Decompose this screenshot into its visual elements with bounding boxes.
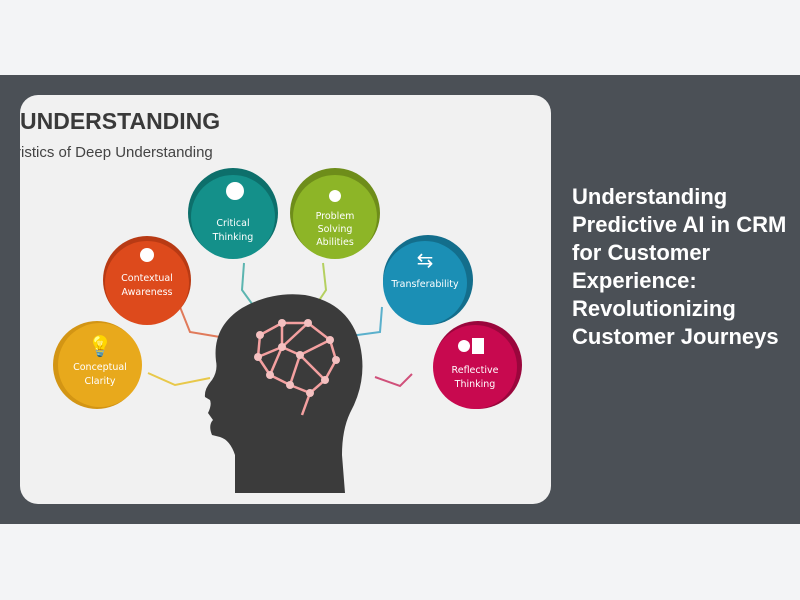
- circle-label: Contextual: [121, 273, 173, 284]
- mirror-icon: [472, 338, 484, 354]
- circle-label: Reflective: [452, 365, 499, 376]
- head-gear-icon: [226, 182, 244, 200]
- circle-problem-solving: Problem Solving Abilities: [290, 168, 380, 259]
- circle-contextual-awareness: Contextual Awareness: [103, 236, 191, 325]
- brain-network-icon: [254, 319, 340, 416]
- circle-label: Conceptual: [73, 362, 127, 373]
- hero-image: UNDERSTANDING ristics of Deep Understand…: [20, 95, 551, 504]
- circle-conceptual-clarity: Conceptual Clarity 💡: [53, 321, 142, 409]
- circle-critical-thinking: Critical Thinking: [188, 168, 278, 259]
- circle-label: Critical: [216, 218, 249, 229]
- idea-head-icon: [140, 248, 154, 262]
- circle-label: Thinking: [454, 379, 496, 390]
- article-title: Understanding Predictive AI in CRM for C…: [572, 184, 787, 349]
- swap-arrows-icon: ⇆: [417, 250, 434, 272]
- circle-label: Abilities: [316, 237, 354, 248]
- circle-label: Awareness: [121, 287, 172, 298]
- circle-label: Solving: [318, 224, 353, 235]
- circle-label: Problem: [316, 211, 355, 222]
- circle-label: Clarity: [85, 376, 116, 387]
- deep-understanding-diagram: UNDERSTANDING ristics of Deep Understand…: [20, 108, 522, 493]
- circle-reflective-thinking: Reflective Thinking: [433, 321, 522, 409]
- circle-label: Thinking: [212, 232, 254, 243]
- circle-transferability: Transferability ⇆: [383, 235, 473, 325]
- lightbulb-icon: 💡: [88, 334, 113, 358]
- diagram-heading: UNDERSTANDING: [20, 108, 220, 134]
- circle-label: Transferability: [390, 279, 459, 290]
- diagram-subheading: ristics of Deep Understanding: [20, 144, 213, 161]
- person-question-icon: [329, 190, 341, 202]
